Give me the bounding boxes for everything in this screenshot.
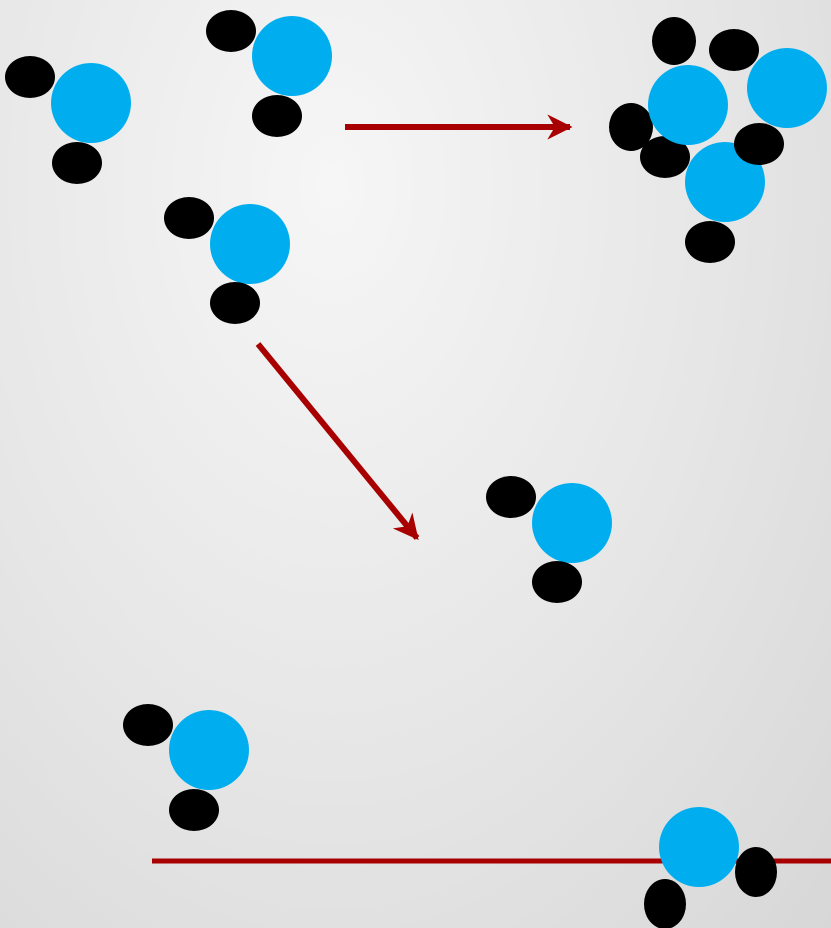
water-molecule bbox=[644, 807, 777, 928]
molecule-cluster bbox=[609, 17, 827, 263]
water-molecule bbox=[123, 704, 249, 831]
hydrogen-atom bbox=[252, 95, 302, 137]
hydrogen-atom bbox=[685, 221, 735, 263]
hydrogen-atom bbox=[5, 56, 55, 98]
hydrogen-atom bbox=[52, 142, 102, 184]
hydrogen-atom bbox=[486, 476, 536, 518]
hydrogen-atom bbox=[206, 10, 256, 52]
water-molecule bbox=[206, 10, 332, 137]
hydrogen-atom bbox=[164, 197, 214, 239]
hydrogen-atom bbox=[734, 123, 784, 165]
oxygen-atom bbox=[747, 48, 827, 128]
hydrogen-atom bbox=[735, 847, 777, 897]
hydrogen-atom bbox=[709, 29, 759, 71]
hydrogen-atom bbox=[210, 282, 260, 324]
oxygen-atom bbox=[252, 16, 332, 96]
hydrogen-atom bbox=[652, 17, 696, 65]
hydrogen-atom bbox=[644, 879, 686, 928]
water-molecule bbox=[164, 197, 290, 324]
water-molecule bbox=[5, 56, 131, 184]
oxygen-atom bbox=[685, 142, 765, 222]
hydrogen-atom bbox=[169, 789, 219, 831]
hydrogen-atom bbox=[123, 704, 173, 746]
hydrogen-atom bbox=[640, 136, 690, 178]
arrow-down-right bbox=[255, 342, 420, 540]
oxygen-atom bbox=[210, 204, 290, 284]
hydrogen-atom bbox=[532, 561, 582, 603]
hydrogen-atom bbox=[609, 103, 653, 151]
water-molecule bbox=[486, 476, 612, 603]
oxygen-atom bbox=[659, 807, 739, 887]
oxygen-atom bbox=[51, 63, 131, 143]
oxygen-atom bbox=[169, 710, 249, 790]
oxygen-atom bbox=[648, 65, 728, 145]
oxygen-atom bbox=[532, 483, 612, 563]
